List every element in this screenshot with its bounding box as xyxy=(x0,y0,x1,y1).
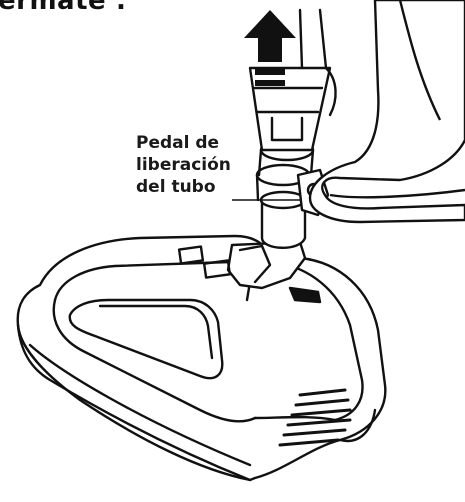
release-pedal-callout: Pedal de liberación del tubo xyxy=(136,132,246,198)
floor-head-window xyxy=(68,298,224,380)
brush-vents xyxy=(278,388,352,447)
tube-lower xyxy=(260,198,307,249)
up-arrow-icon xyxy=(244,10,296,86)
callout-line-2: liberación xyxy=(136,155,231,175)
callout-line-1: Pedal de xyxy=(136,133,220,153)
callout-line-3: del tubo xyxy=(136,177,216,197)
floor-head-side-panel xyxy=(273,260,364,422)
boot-foot-illustration xyxy=(308,0,465,224)
floor-head-top-panel xyxy=(53,260,252,302)
floor-head-front-lip xyxy=(16,323,252,482)
heading-fragment: ermate : xyxy=(0,0,127,16)
